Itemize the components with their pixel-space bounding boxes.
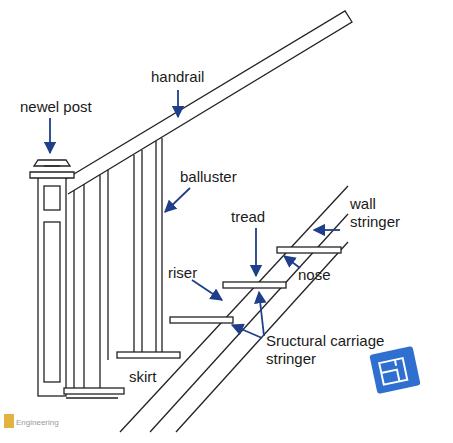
part-label: nose (298, 266, 348, 284)
part-label: skirt (129, 368, 179, 386)
watermark: Engineering (16, 418, 76, 427)
part-label: balluster (180, 168, 260, 186)
part-label: handrail (151, 68, 231, 86)
part-label: wall stringer (350, 195, 418, 231)
part-label: tread (231, 208, 281, 226)
part-label: riser (168, 264, 218, 282)
part-label: newel post (20, 98, 110, 116)
part-label: Sructural carriage stringer (266, 332, 406, 368)
